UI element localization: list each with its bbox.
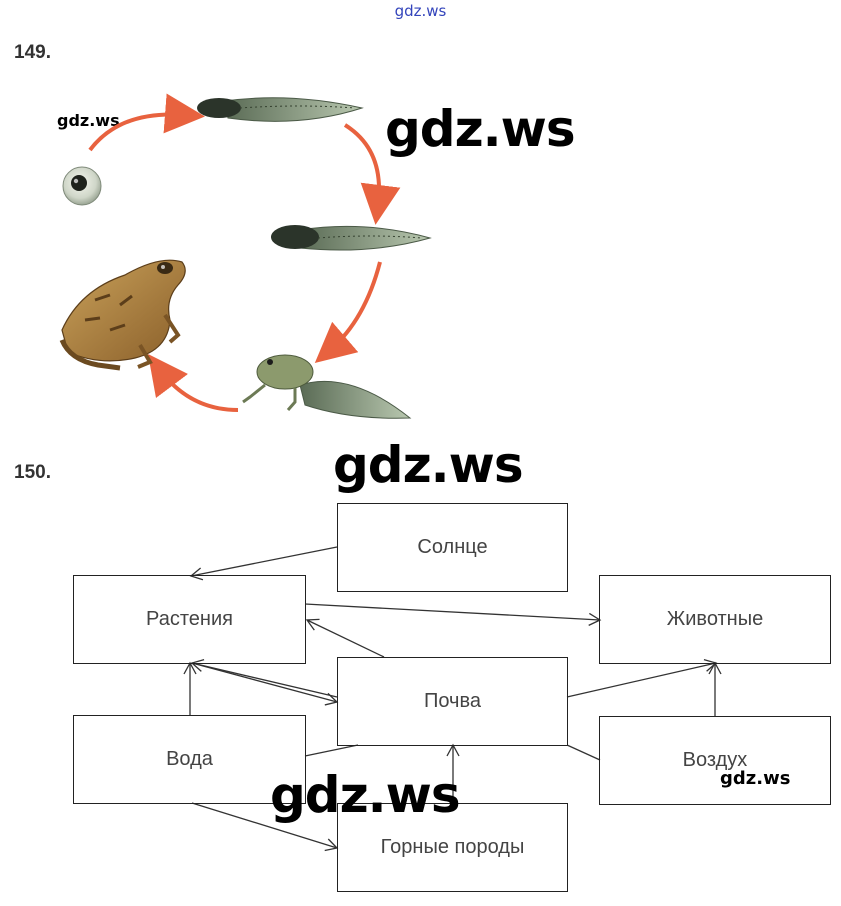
box-air: Воздух bbox=[599, 716, 831, 805]
box-plants: Растения bbox=[73, 575, 306, 664]
box-soil: Почва bbox=[337, 657, 568, 746]
arrow-sun-to-plants bbox=[189, 546, 338, 581]
tadpole-icon bbox=[197, 97, 364, 122]
arrow-soil-to-plants-2 bbox=[190, 659, 338, 698]
box-animals: Животные bbox=[599, 575, 831, 664]
cycle-arrow-4 bbox=[147, 354, 239, 412]
line-soil-to-air bbox=[566, 744, 601, 761]
tadpole-with-legs-icon bbox=[271, 225, 432, 251]
box-sun: Солнце bbox=[337, 503, 568, 592]
arrow-plants-to-soil bbox=[191, 662, 339, 706]
header-watermark: gdz.ws bbox=[394, 2, 447, 20]
cycle-arrow-2 bbox=[343, 123, 401, 225]
box-water: Вода bbox=[73, 715, 306, 804]
cycle-arrow-1 bbox=[88, 93, 205, 152]
arrow-soil-to-plants bbox=[305, 618, 385, 658]
frog-icon bbox=[59, 259, 186, 371]
task-149-number: 149. bbox=[14, 42, 51, 63]
arrow-plants-to-animals bbox=[304, 603, 602, 626]
task-150-number: 150. bbox=[14, 462, 51, 483]
froglet-icon bbox=[242, 354, 412, 419]
task-150-watermark-top: gdz.ws bbox=[333, 436, 524, 494]
egg-icon bbox=[62, 166, 102, 206]
arrow-water-to-rocks bbox=[191, 802, 339, 852]
arrow-soil-to-animals bbox=[566, 658, 718, 698]
cycle-arrow-3 bbox=[314, 261, 382, 364]
line-water-to-soil bbox=[304, 744, 359, 757]
task-150-watermark-bottom: gdz.ws bbox=[270, 766, 461, 824]
task-150-watermark-small: gdz.ws bbox=[720, 768, 791, 789]
task-149-watermark-big: gdz.ws bbox=[385, 100, 576, 158]
task-149-watermark-small: gdz.ws bbox=[57, 111, 120, 130]
box-rocks: Горные породы bbox=[337, 803, 568, 892]
